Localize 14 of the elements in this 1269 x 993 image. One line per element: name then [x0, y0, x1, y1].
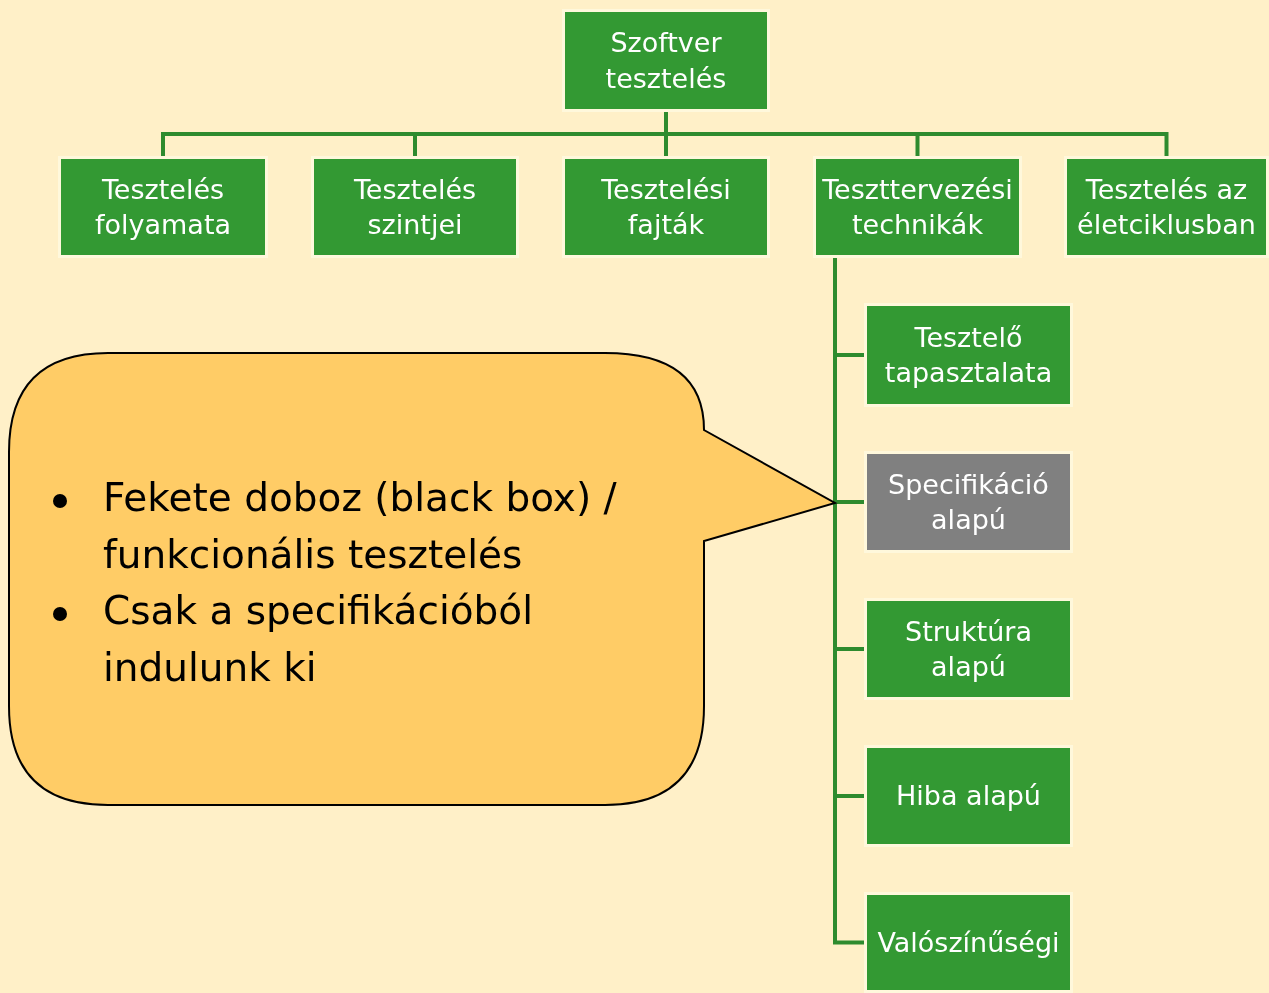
topic-box: Struktúra alapú [864, 598, 1073, 700]
bullet-text: Fekete doboz (black box) / funkcionális tesztelés [103, 475, 617, 577]
topic-box: Hiba alapú [864, 745, 1073, 847]
topic-box: Szoftver tesztelés [562, 9, 770, 112]
topic-box: Tesztelési fajták [562, 156, 770, 258]
topic-box: Valószínűségi [864, 892, 1073, 993]
connector-line [664, 112, 1169, 156]
topic-box: Tesztelés folyamata [58, 156, 268, 258]
topic-box: Specifikáció alapú [864, 451, 1073, 553]
topic-box: Teszttervezési technikák [813, 156, 1022, 258]
bullet-text: Csak a specifikációból indulunk ki [103, 588, 534, 690]
topic-box: Tesztelés az életciklusban [1064, 156, 1269, 258]
topic-box: Tesztelő tapasztalata [864, 303, 1073, 407]
topic-box: Tesztelés szintjei [311, 156, 519, 258]
